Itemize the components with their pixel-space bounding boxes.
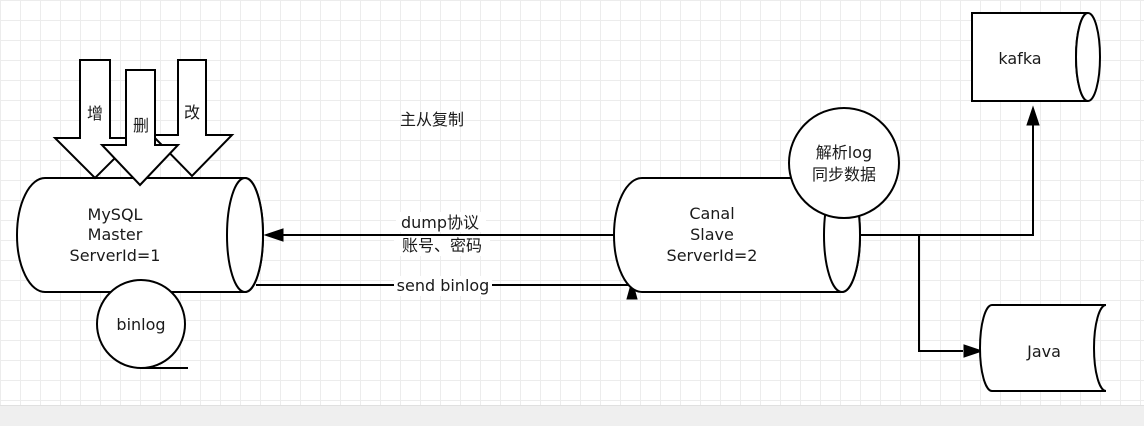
canal-label-line2: Slave [690,225,734,244]
parse-label-line1: 解析log [816,143,872,162]
mysql-label-line1: MySQL [88,205,143,224]
binlog-storage[interactable] [96,279,188,369]
canal-label-line3: ServerId=2 [667,246,758,265]
java-storage[interactable] [979,304,1107,392]
parse-label-line2: 同步数据 [812,165,876,184]
kafka-arrowhead [1026,105,1040,126]
canvas-footer-bar [0,405,1144,426]
send-binlog-label-bg [394,276,492,296]
kafka-label: kafka [998,49,1041,68]
update-label: 改 [184,103,200,122]
dump-arrowhead [263,228,284,242]
dump-label-bg [396,212,486,232]
parse-log-circle[interactable] [788,107,900,219]
account-password-label: 账号、密码 [402,236,482,255]
diagram-title: 主从复制 [400,110,464,129]
delete-arrow[interactable] [99,69,181,187]
mysql-master-cylinder[interactable] [16,177,264,293]
binlog-label: binlog [116,315,165,334]
send-binlog-label: send binlog [397,276,490,295]
java-label: Java [1026,342,1061,361]
mysql-label-line2: Master [88,225,143,244]
mysql-label-line3: ServerId=1 [70,246,161,265]
kafka-storage[interactable] [971,12,1101,102]
canal-to-kafka-edge[interactable] [860,124,1034,236]
mysql-master-cylinder-end [226,177,264,293]
account-label-bg [394,236,490,256]
canal-to-java-edge[interactable] [918,235,963,352]
delete-label: 删 [133,116,149,135]
canal-label-line1: Canal [689,204,734,223]
java-arrowhead [963,344,984,358]
kafka-storage-end [1075,12,1101,102]
insert-label: 增 [87,104,103,123]
dump-protocol-label: dump协议 [401,213,479,232]
